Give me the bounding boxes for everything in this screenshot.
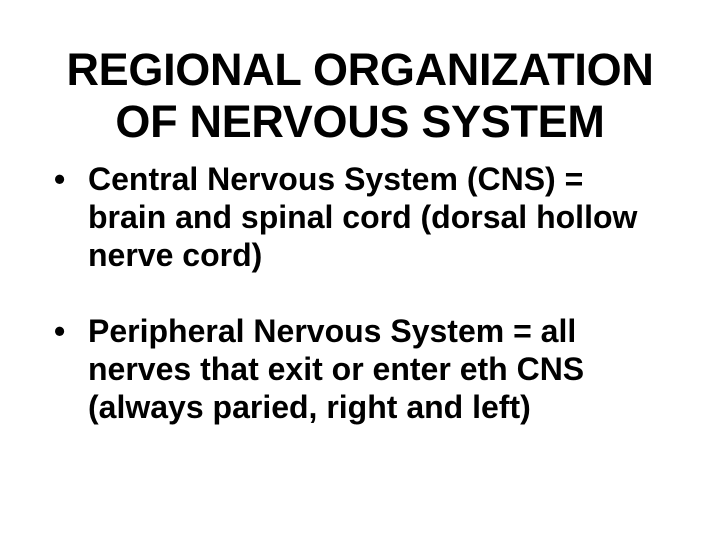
- list-item-line: Central Nervous System (CNS) =: [88, 161, 584, 197]
- list-item-text: Central Nervous System (CNS) = brain and…: [88, 160, 678, 274]
- list-item-line: nerve cord): [88, 237, 263, 273]
- list-item: • Central Nervous System (CNS) = brain a…: [48, 160, 678, 274]
- list-item-text: Peripheral Nervous System = all nerves t…: [88, 312, 678, 426]
- list-item-line: (always paried, right and left): [88, 389, 531, 425]
- list-item-line: brain and spinal cord (dorsal hollow: [88, 199, 638, 235]
- title-line-1: REGIONAL ORGANIZATION: [66, 44, 654, 95]
- list-item-line: nerves that exit or enter eth CNS: [88, 351, 585, 387]
- bullet-point-icon: •: [54, 313, 66, 349]
- bullet-point-icon: •: [54, 161, 66, 197]
- list-item-line: Peripheral Nervous System = all: [88, 313, 577, 349]
- title-line-2: OF NERVOUS SYSTEM: [115, 96, 605, 147]
- page-title: REGIONAL ORGANIZATION OF NERVOUS SYSTEM: [40, 44, 680, 148]
- bullet-list: • Central Nervous System (CNS) = brain a…: [48, 160, 678, 426]
- list-item: • Peripheral Nervous System = all nerves…: [48, 312, 678, 426]
